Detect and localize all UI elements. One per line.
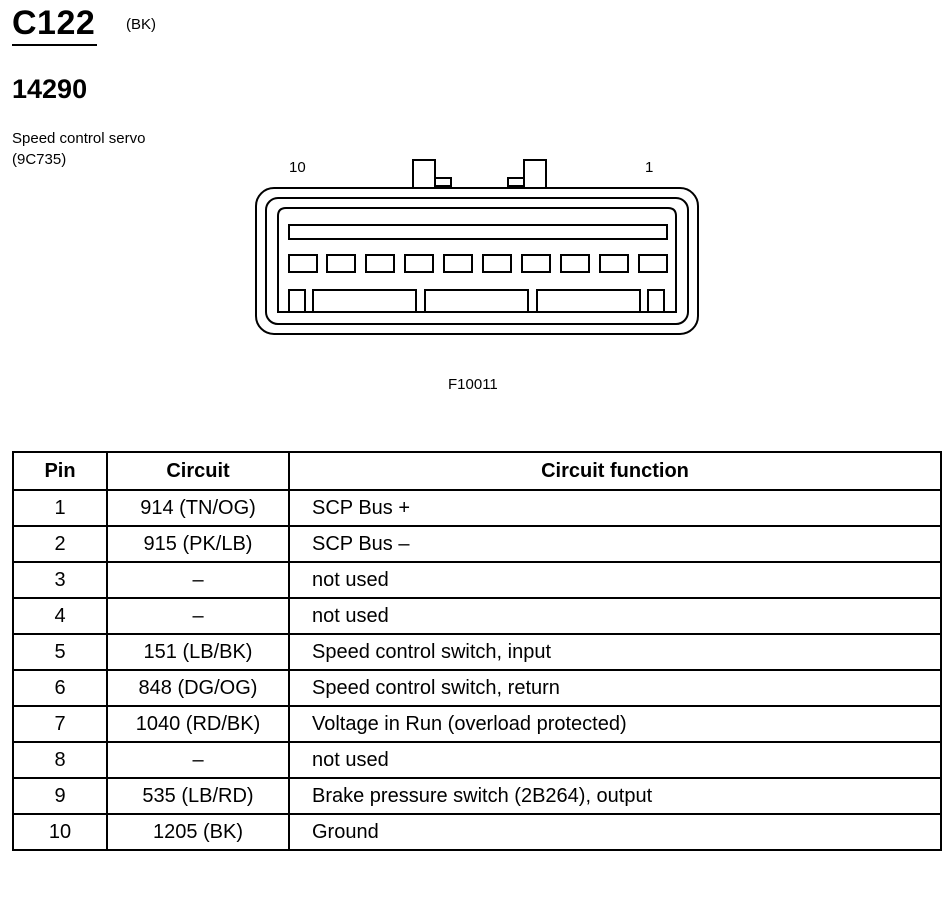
header-pin: Pin [12, 451, 108, 491]
table-row: 4 – not used [12, 597, 942, 635]
pin-label-1: 1 [645, 159, 654, 176]
header-circuit-function: Circuit function [288, 451, 942, 491]
connector-top-slot [288, 224, 668, 240]
table-row: 8 – not used [12, 741, 942, 779]
pin-cavity [521, 254, 551, 273]
keying-slot [312, 289, 417, 313]
circuit-code: 1205 (BK) [106, 813, 290, 851]
pin-number: 1 [12, 489, 108, 527]
latch-tab-left [412, 159, 452, 195]
circuit-code: – [106, 561, 290, 599]
circuit-function: Voltage in Run (overload protected) [288, 705, 942, 743]
pin-cavity [326, 254, 356, 273]
connector-color: (BK) [126, 16, 156, 33]
circuit-function: Speed control switch, input [288, 633, 942, 671]
table-row: 9 535 (LB/RD) Brake pressure switch (2B2… [12, 777, 942, 815]
circuit-code: – [106, 597, 290, 635]
table-row: 6 848 (DG/OG) Speed control switch, retu… [12, 669, 942, 707]
pin-label-10: 10 [289, 159, 306, 176]
pin-number: 3 [12, 561, 108, 599]
pin-cavity [404, 254, 434, 273]
pin-cavity [482, 254, 512, 273]
pin-number: 2 [12, 525, 108, 563]
circuit-code: 848 (DG/OG) [106, 669, 290, 707]
table-row: 1 914 (TN/OG) SCP Bus + [12, 489, 942, 527]
keying-slot [647, 289, 665, 313]
circuit-function: not used [288, 561, 942, 599]
pin-number: 10 [12, 813, 108, 851]
pin-number: 9 [12, 777, 108, 815]
circuit-code: 914 (TN/OG) [106, 489, 290, 527]
circuit-function: Ground [288, 813, 942, 851]
keying-slot [536, 289, 641, 313]
pin-cavity [443, 254, 473, 273]
pin-number: 7 [12, 705, 108, 743]
pin-cavity [365, 254, 395, 273]
pin-number: 5 [12, 633, 108, 671]
keying-slot [288, 289, 306, 313]
circuit-function: SCP Bus + [288, 489, 942, 527]
pin-cavity [288, 254, 318, 273]
part-number: 14290 [12, 74, 88, 104]
circuit-code: 1040 (RD/BK) [106, 705, 290, 743]
circuit-code: 915 (PK/LB) [106, 525, 290, 563]
pin-cavity [599, 254, 629, 273]
table-row: 2 915 (PK/LB) SCP Bus – [12, 525, 942, 563]
table-row: 7 1040 (RD/BK) Voltage in Run (overload … [12, 705, 942, 743]
figure-id: F10011 [448, 376, 498, 393]
pin-cavity [560, 254, 590, 273]
pin-number: 6 [12, 669, 108, 707]
circuit-code: – [106, 741, 290, 779]
circuit-function: Brake pressure switch (2B264), output [288, 777, 942, 815]
circuit-function: SCP Bus – [288, 525, 942, 563]
pinout-table: Pin Circuit Circuit function 1 914 (TN/O… [12, 451, 942, 851]
keying-slots [288, 289, 665, 313]
table-row: 5 151 (LB/BK) Speed control switch, inpu… [12, 633, 942, 671]
connector-id: C122 [12, 2, 98, 46]
circuit-function: Speed control switch, return [288, 669, 942, 707]
component-name: Speed control servo (9C735) [12, 128, 145, 170]
table-header-row: Pin Circuit Circuit function [12, 451, 942, 491]
pin-number: 8 [12, 741, 108, 779]
pin-number: 4 [12, 597, 108, 635]
circuit-function: not used [288, 741, 942, 779]
table-row: 3 – not used [12, 561, 942, 599]
connector-face-diagram [255, 159, 699, 335]
connector-housing-inner [265, 197, 689, 325]
circuit-code: 535 (LB/RD) [106, 777, 290, 815]
connector-cavity-outline [277, 207, 677, 313]
header-circuit: Circuit [106, 451, 290, 491]
circuit-code: 151 (LB/BK) [106, 633, 290, 671]
table-row: 10 1205 (BK) Ground [12, 813, 942, 851]
pin-cavities [288, 254, 668, 273]
circuit-function: not used [288, 597, 942, 635]
component-name-line2: (9C735) [12, 151, 67, 168]
keying-slot [424, 289, 529, 313]
pin-cavity [638, 254, 668, 273]
component-name-line1: Speed control servo [12, 130, 146, 147]
